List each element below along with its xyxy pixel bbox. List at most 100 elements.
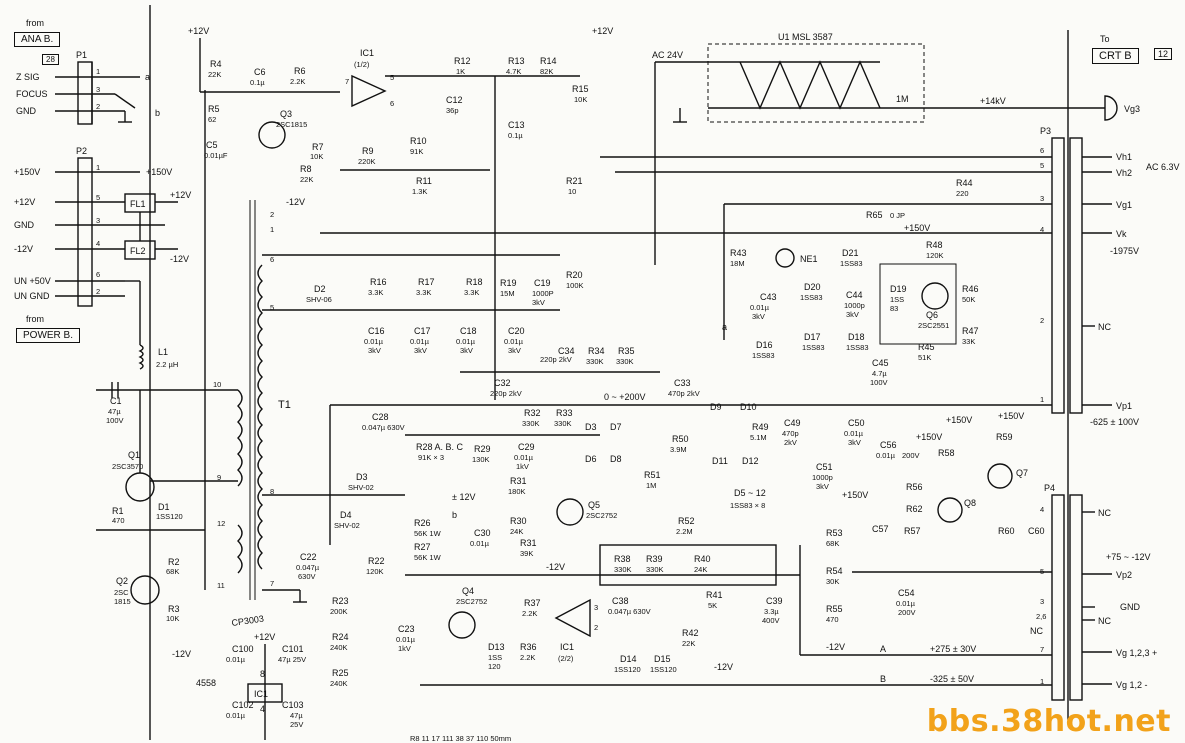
svg-text:47µ: 47µ [290,711,303,720]
svg-text:R19: R19 [500,278,517,288]
svg-text:R36: R36 [520,642,537,652]
svg-text:4558: 4558 [196,678,216,688]
svg-text:R1: R1 [112,506,124,516]
svg-text:C43: C43 [760,292,777,302]
svg-text:120K: 120K [366,567,384,576]
svg-text:R7: R7 [312,142,324,152]
svg-text:1SS120: 1SS120 [614,665,641,674]
svg-text:D19: D19 [890,284,907,294]
svg-text:R45: R45 [918,342,935,352]
svg-text:47µ 25V: 47µ 25V [278,655,306,664]
svg-text:R53: R53 [826,528,843,538]
svg-text:-12V: -12V [14,244,33,254]
svg-text:L1: L1 [158,347,168,357]
svg-text:R37: R37 [524,598,541,608]
svg-text:10K: 10K [166,614,179,623]
footer-note: R8 11 17 111 38 37 110 50mm [410,734,511,743]
svg-text:D3: D3 [356,472,368,482]
svg-text:R52: R52 [678,516,695,526]
svg-text:C49: C49 [784,418,801,428]
svg-text:Q3: Q3 [280,109,292,119]
svg-text:Q6: Q6 [926,310,938,320]
svg-text:R35: R35 [618,346,635,356]
t1-transformer: T1 CP3003 10 9 12 11 2 1 6 5 8 7 [213,200,307,628]
svg-text:0.01µ: 0.01µ [844,429,864,438]
svg-text:5K: 5K [708,601,717,610]
svg-text:1SS83: 1SS83 [840,259,863,268]
svg-text:0.01µ: 0.01µ [896,599,916,608]
svg-text:1SS83: 1SS83 [800,293,823,302]
svg-text:D9: D9 [710,402,722,412]
svg-text:R38: R38 [614,554,631,564]
svg-text:120: 120 [488,662,501,671]
svg-text:4: 4 [1040,225,1044,234]
svg-text:C6: C6 [254,67,266,77]
svg-text:-325 ± 50V: -325 ± 50V [930,674,974,684]
svg-text:1M: 1M [896,94,909,104]
svg-text:R5: R5 [208,104,220,114]
svg-text:R24: R24 [332,632,349,642]
svg-text:C100: C100 [232,644,254,654]
svg-text:36p: 36p [446,106,459,115]
svg-text:+150V: +150V [842,490,868,500]
svg-text:2: 2 [1040,316,1044,325]
svg-text:1000p: 1000p [844,301,865,310]
svg-text:22K: 22K [682,639,695,648]
svg-text:2.2M: 2.2M [676,527,693,536]
svg-text:Vp1: Vp1 [1116,401,1132,411]
svg-text:-12V: -12V [170,254,189,264]
svg-text:7: 7 [270,579,274,588]
svg-text:C38: C38 [612,596,629,606]
svg-text:0 JP: 0 JP [890,211,905,220]
svg-text:5: 5 [1040,161,1044,170]
svg-text:R28 A. B. C: R28 A. B. C [416,442,464,452]
svg-text:1: 1 [96,163,100,172]
svg-text:R57: R57 [904,526,921,536]
svg-text:1815: 1815 [114,597,131,606]
svg-text:R46: R46 [962,284,979,294]
svg-text:R56: R56 [906,482,923,492]
svg-text:Q1: Q1 [128,450,140,460]
svg-text:+150V: +150V [14,167,40,177]
svg-text:1K: 1K [456,67,465,76]
svg-text:R11: R11 [416,176,432,186]
svg-text:Q4: Q4 [462,586,474,596]
svg-text:10: 10 [568,187,576,196]
svg-text:0.047µ: 0.047µ [296,563,320,572]
svg-text:1kV: 1kV [398,644,411,653]
svg-text:3: 3 [96,216,100,225]
svg-text:R31: R31 [520,538,537,548]
svg-text:R9: R9 [362,146,374,156]
svg-text:R26: R26 [414,518,431,528]
svg-text:R34: R34 [588,346,605,356]
svg-text:A: A [880,644,886,654]
svg-text:D15: D15 [654,654,671,664]
svg-text:Vg 1,2 -: Vg 1,2 - [1116,680,1148,690]
svg-text:10: 10 [213,380,221,389]
plus150-output-label: +150V [146,167,172,177]
svg-text:D3: D3 [585,422,597,432]
svg-text:R15: R15 [572,84,589,94]
svg-text:AC 6.3V: AC 6.3V [1146,162,1180,172]
from-label-bottom: from [26,314,44,324]
svg-text:R25: R25 [332,668,349,678]
svg-text:Q7: Q7 [1016,468,1028,478]
svg-text:400V: 400V [762,616,780,625]
svg-text:D10: D10 [740,402,757,412]
svg-text:3kV: 3kV [846,310,859,319]
svg-text:51K: 51K [918,353,931,362]
svg-text:R41: R41 [706,590,723,600]
svg-text:UN +50V: UN +50V [14,276,51,286]
svg-text:R54: R54 [826,566,843,576]
svg-text:56K 1W: 56K 1W [414,529,442,538]
svg-text:0.1µ: 0.1µ [250,78,265,87]
svg-text:D20: D20 [804,282,821,292]
svg-text:240K: 240K [330,679,348,688]
svg-text:0.01µ: 0.01µ [226,711,246,720]
svg-text:200V: 200V [898,608,916,617]
svg-text:12: 12 [217,519,225,528]
svg-text:6: 6 [1040,146,1044,155]
svg-text:+150V: +150V [904,223,930,233]
svg-text:R20: R20 [566,270,583,280]
svg-text:33K: 33K [962,337,975,346]
